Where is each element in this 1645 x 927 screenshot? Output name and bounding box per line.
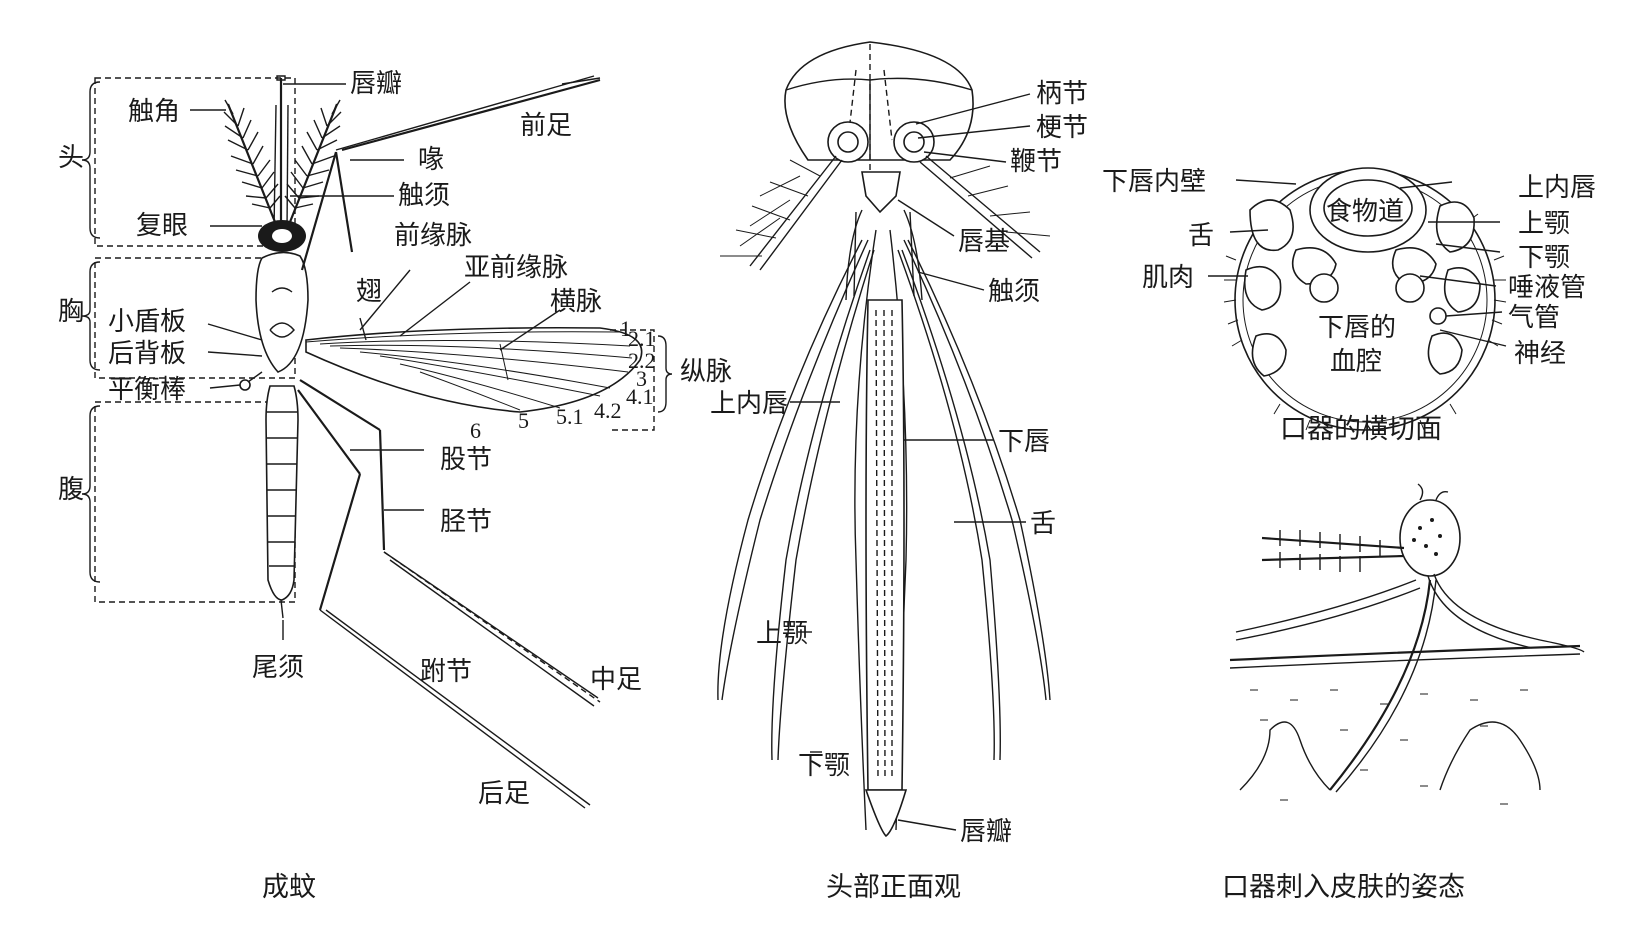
muscle-blobs [1243, 199, 1481, 377]
label-hindleg: 后足 [478, 779, 530, 809]
label-cercus: 尾须 [252, 653, 304, 683]
adult-mosquito-figure [81, 75, 673, 809]
head-leader-lines [790, 93, 1031, 831]
caption-adult: 成蚊 [262, 872, 316, 903]
caption-piercing: 口器刺入皮肤的姿态 [1222, 872, 1465, 903]
label-flagellum: 鞭节 [1010, 147, 1062, 177]
vein-number: 4.1 [626, 384, 654, 409]
label-wing: 翅 [356, 277, 382, 307]
label-food-canal: 食物道 [1326, 197, 1404, 227]
head-front-figure [717, 41, 1051, 838]
abdomen-segments [265, 385, 299, 601]
label-clypeus: 唇基 [958, 227, 1010, 257]
antenna-left [223, 99, 281, 223]
label-subcosta: 亚前缘脉 [464, 253, 568, 283]
body-region-boxes [94, 77, 296, 603]
label-postnotum: 后背板 [108, 339, 186, 369]
label-labium-wall: 下唇内壁 [1102, 167, 1206, 197]
label-mandible-section: 上颚 [1518, 209, 1570, 239]
label-crossvein: 横脉 [550, 287, 602, 317]
region-braces [81, 81, 101, 583]
wing [305, 326, 643, 413]
vein-number: 2.1 [628, 326, 656, 351]
label-foreleg: 前足 [520, 111, 572, 141]
label-pedicel: 梗节 [1036, 113, 1088, 143]
antenna-right [284, 99, 342, 223]
label-thorax: 胸 [58, 297, 84, 327]
vein-number: 4.2 [594, 398, 622, 423]
vein-number: 6 [470, 418, 481, 443]
label-antenna: 触角 [128, 97, 180, 127]
stylet-bundle [717, 229, 1051, 831]
label-labium: 下唇 [998, 427, 1050, 457]
label-tibia: 胫节 [440, 507, 492, 537]
label-head: 头 [58, 143, 84, 173]
vein-number: 5.1 [556, 404, 584, 429]
label-scutellum: 小盾板 [108, 307, 186, 337]
label-salivary-duct: 唾液管 [1508, 273, 1586, 303]
vein-number: 1 [620, 316, 631, 341]
section-leader-lines [1208, 179, 1507, 347]
label-longitudinal-veins: 纵脉 [680, 357, 732, 387]
label-femur: 股节 [440, 445, 492, 475]
vein-number: 2.2 [628, 348, 656, 373]
label-labial-cavity-2: 血腔 [1330, 347, 1382, 377]
label-palp-head: 触须 [988, 277, 1040, 307]
label-proboscis: 喙 [418, 145, 444, 175]
eye-stipple [1412, 518, 1442, 556]
label-mandible-head: 上颚 [756, 619, 808, 649]
label-labella-adult: 唇瓣 [350, 69, 402, 99]
label-maxilla-head: 下颚 [798, 751, 850, 781]
label-halter: 平衡棒 [108, 375, 186, 405]
label-scape: 柄节 [1036, 79, 1088, 109]
label-labrum-section: 上内唇 [1518, 173, 1596, 203]
label-labrum-head: 上内唇 [710, 389, 788, 419]
label-palp-adult: 触须 [398, 181, 450, 211]
label-nerve: 神经 [1514, 339, 1566, 369]
caption-cross-section: 口器的横切面 [1280, 414, 1442, 445]
label-abdomen: 腹 [58, 475, 84, 505]
label-muscle: 肌肉 [1142, 263, 1194, 293]
label-tarsus: 跗节 [420, 657, 472, 687]
piercing-figure [1229, 483, 1585, 805]
tissue-dashes [1250, 689, 1528, 805]
adult-leader-lines [190, 83, 561, 640]
labium-stipple [875, 309, 893, 781]
label-compound-eye: 复眼 [136, 211, 188, 241]
label-midleg: 中足 [590, 665, 642, 695]
label-costa: 前缘脉 [394, 221, 472, 251]
label-labella-head: 唇瓣 [960, 817, 1012, 847]
cross-section-figure [1208, 167, 1507, 431]
label-hypopharynx-head: 舌 [1030, 509, 1056, 539]
label-trachea: 气管 [1508, 303, 1560, 333]
vein-number: 3 [636, 366, 647, 391]
vein-number: 5 [518, 408, 529, 433]
label-hypopharynx-section: 舌 [1188, 221, 1214, 251]
caption-head-front: 头部正面观 [826, 872, 961, 903]
label-labial-cavity-1: 下唇的 [1318, 313, 1396, 343]
label-maxilla-section: 下颚 [1518, 243, 1570, 273]
